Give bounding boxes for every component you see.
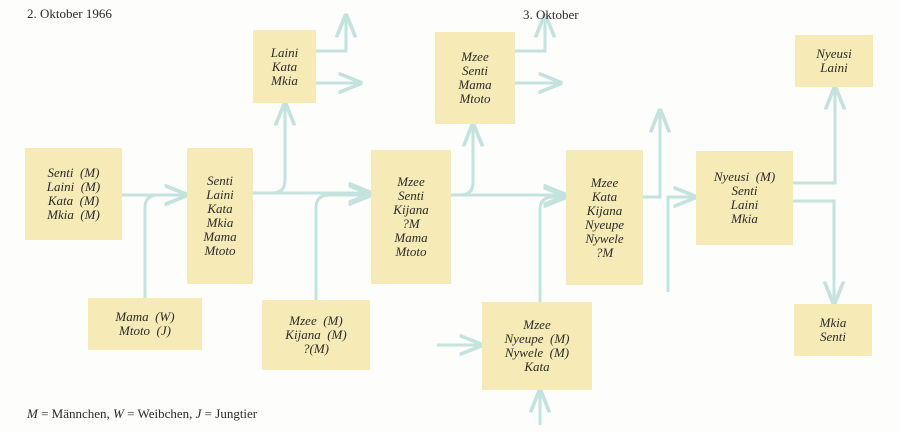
animal-name: Mkia	[819, 315, 847, 330]
arrow-b3-b4	[271, 104, 285, 195]
animal-name: Laini	[270, 44, 299, 60]
animal-name: Laini (M)	[46, 179, 101, 194]
animal-name: Mkia	[206, 215, 234, 230]
arrow-b9-up	[643, 111, 660, 199]
animal-name: Laini	[730, 197, 759, 212]
group-box-b5: Mzee (M)Kijana (M)?(M)	[262, 300, 370, 370]
animal-name: Mtoto	[204, 243, 236, 258]
animal-name: Mkia	[271, 72, 298, 88]
animal-name: Senti	[462, 63, 488, 78]
arrow-b10-b12	[793, 199, 834, 303]
arrow-b2-b3	[143, 195, 186, 298]
animal-name: Kijana	[393, 202, 429, 217]
arrow-into-b10	[666, 197, 695, 292]
animal-name: Laini	[206, 187, 234, 202]
animal-name: Nyeupe	[585, 216, 624, 232]
arrow-b10-b11	[793, 88, 835, 185]
animal-name: Kijana	[586, 202, 623, 218]
animal-name: Senti	[820, 329, 846, 344]
arrow-b6-b7	[459, 125, 473, 197]
arrow-b7-up	[515, 16, 545, 53]
animal-name: Senti (M)	[47, 165, 100, 180]
animal-name: Mtoto	[395, 244, 427, 259]
animal-name: Mtoto (J)	[119, 323, 171, 338]
legend-text: = Weibchen,	[123, 406, 196, 421]
animal-name: ?M	[595, 244, 614, 260]
animal-name: Senti	[398, 188, 424, 203]
date-heading-day1: 2. Oktober 1966	[27, 6, 112, 21]
animal-name: Nyeusi	[816, 46, 852, 61]
arrow-b5-b6	[314, 195, 370, 300]
animal-name: Mama (W)	[115, 309, 175, 324]
animal-name: Kata (M)	[47, 193, 100, 208]
animal-name: Senti	[207, 173, 233, 188]
arrow-b8-b9	[538, 197, 565, 302]
legend-text: = Männchen,	[37, 406, 114, 421]
date-heading-day2: 3. Oktober	[523, 7, 579, 22]
animal-name: Kijana (M)	[285, 327, 347, 342]
animal-name: Laini	[820, 60, 848, 75]
animal-name: Kata	[207, 201, 233, 216]
legend-text: = Jungtier	[201, 406, 258, 421]
animal-name: Mkia (M)	[47, 207, 100, 222]
animal-name: Senti	[731, 183, 758, 198]
animal-name: Nywele (M)	[504, 345, 570, 360]
legend: M = Männchen, W = Weibchen, J = Jungtier	[27, 406, 257, 422]
animal-name: Mkia	[731, 211, 758, 226]
animal-name: Mama	[458, 77, 492, 92]
animal-name: Mzee (M)	[289, 313, 343, 328]
group-box-b2: Mama (W)Mtoto (J)	[88, 298, 202, 350]
animal-name: ?(M)	[303, 341, 329, 356]
animal-name: Mama	[203, 229, 237, 244]
animal-name: Nyeusi (M)	[713, 169, 776, 184]
legend-symbol: J	[195, 406, 202, 421]
animal-name: Mzee	[590, 174, 619, 190]
animal-name: ?M	[402, 216, 420, 231]
animal-name: Kata	[524, 359, 550, 374]
animal-name: Mtoto	[459, 91, 491, 106]
animal-name: Nyeupe (M)	[504, 331, 570, 346]
animal-name: Mzee	[397, 174, 425, 189]
animal-name: Kata	[271, 58, 298, 74]
animal-name: Mzee	[523, 317, 551, 332]
group-box-b1: Senti (M)Laini (M)Kata (M)Mkia (M)	[25, 148, 122, 240]
arrow-b4-up	[316, 16, 346, 53]
animal-name: Nywele	[585, 230, 624, 246]
animal-name: Kata	[591, 188, 618, 204]
animal-name: Mzee	[461, 49, 489, 64]
legend-symbol: M	[27, 406, 38, 421]
animal-name: Mama	[394, 230, 428, 245]
legend-symbol: W	[113, 406, 124, 421]
